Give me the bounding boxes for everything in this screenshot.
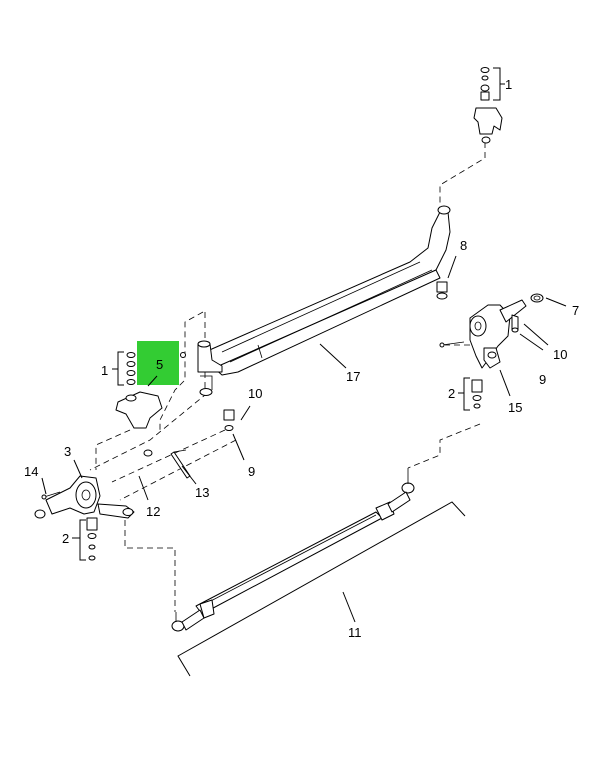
callout-17[interactable]: 17 <box>346 369 360 384</box>
left-lower-kit <box>72 517 98 561</box>
axle-beam <box>197 205 451 376</box>
callout-15[interactable]: 15 <box>508 400 522 415</box>
tie-rod-assembly <box>171 468 466 677</box>
callout-2-left[interactable]: 2 <box>62 531 69 546</box>
callout-8[interactable]: 8 <box>460 238 467 253</box>
callout-13[interactable]: 13 <box>195 485 209 500</box>
callout-14[interactable]: 14 <box>24 464 38 479</box>
callout-9-right[interactable]: 9 <box>539 372 546 387</box>
callout-9-mid[interactable]: 9 <box>248 464 255 479</box>
small-hardware <box>41 255 567 501</box>
callout-1-top[interactable]: 1 <box>505 77 512 92</box>
callout-11[interactable]: 11 <box>348 625 362 640</box>
callout-numbers: 1 1 2 2 3 5 7 8 9 9 10 10 11 12 13 14 15… <box>24 77 579 640</box>
right-lower-kit <box>436 281 483 411</box>
callout-12[interactable]: 12 <box>146 504 160 519</box>
left-spindle-knuckle <box>34 475 135 519</box>
king-pin-kit-top-right <box>473 67 505 144</box>
callout-2-right[interactable]: 2 <box>448 386 455 401</box>
callout-3[interactable]: 3 <box>64 444 71 459</box>
callout-5[interactable]: 5 <box>156 357 163 372</box>
highlight-box-item-5[interactable] <box>137 341 179 385</box>
callout-7[interactable]: 7 <box>572 303 579 318</box>
right-spindle-knuckle <box>439 293 544 369</box>
callout-10-right[interactable]: 10 <box>553 347 567 362</box>
callout-1-left[interactable]: 1 <box>101 363 108 378</box>
callout-10-mid[interactable]: 10 <box>248 386 262 401</box>
left-king-pin-kit <box>112 341 213 429</box>
